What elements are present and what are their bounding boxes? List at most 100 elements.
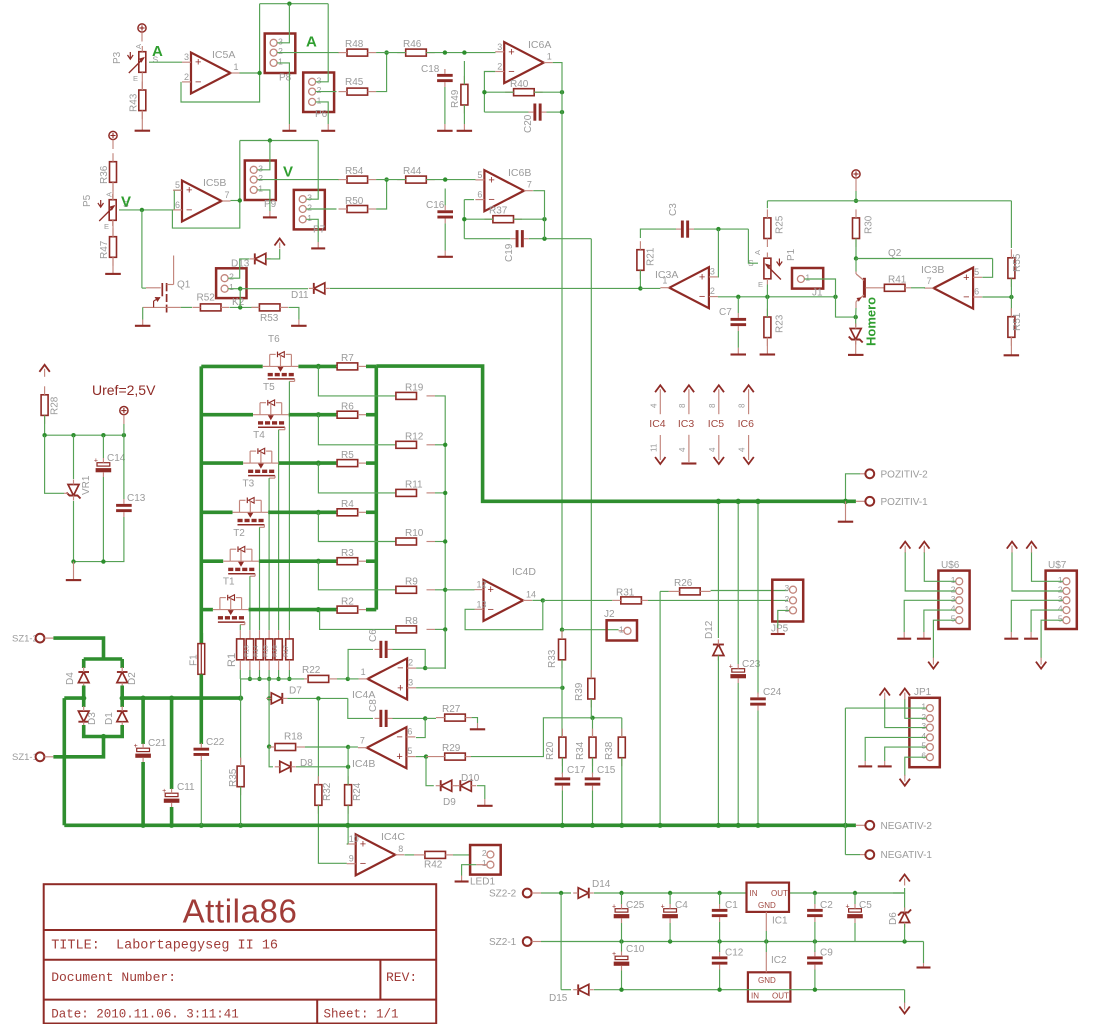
svg-text:A: A <box>134 44 143 49</box>
svg-text:1: 1 <box>662 276 667 286</box>
svg-text:R37: R37 <box>489 206 508 217</box>
svg-text:D11: D11 <box>291 290 309 301</box>
svg-text:4: 4 <box>738 447 747 452</box>
svg-text:R3: R3 <box>341 548 354 559</box>
svg-text:R40: R40 <box>510 79 529 90</box>
svg-text:IN: IN <box>751 992 759 1001</box>
svg-text:F1: F1 <box>189 654 200 666</box>
svg-text:R47: R47 <box>99 240 110 259</box>
svg-text:R7: R7 <box>341 353 354 364</box>
svg-text:Uref=2,5V: Uref=2,5V <box>92 382 156 398</box>
svg-text:1: 1 <box>921 702 926 712</box>
svg-text:2: 2 <box>951 585 956 595</box>
svg-text:P5: P5 <box>82 194 93 207</box>
svg-text:+: + <box>612 904 616 911</box>
svg-text:T5: T5 <box>263 382 275 393</box>
svg-text:C9: C9 <box>820 948 833 959</box>
svg-text:R15: R15 <box>263 645 270 657</box>
svg-text:R33: R33 <box>547 649 558 668</box>
svg-text:C16: C16 <box>426 200 445 211</box>
svg-text:2: 2 <box>497 62 502 72</box>
svg-text:9: 9 <box>349 854 354 864</box>
svg-text:NEGATIV-1: NEGATIV-1 <box>881 850 933 861</box>
svg-text:D1: D1 <box>104 712 115 725</box>
svg-text:R9: R9 <box>405 577 418 588</box>
svg-text:1: 1 <box>785 604 790 614</box>
svg-text:+: + <box>612 951 616 958</box>
svg-text:5: 5 <box>477 170 482 180</box>
svg-text:C7: C7 <box>719 307 732 318</box>
svg-text:−: − <box>508 66 514 78</box>
svg-text:IC3B: IC3B <box>921 264 944 276</box>
svg-text:7: 7 <box>360 736 365 746</box>
svg-text:3: 3 <box>317 75 322 85</box>
svg-text:C1: C1 <box>725 900 738 911</box>
svg-text:R2: R2 <box>341 596 354 607</box>
svg-text:2: 2 <box>184 72 189 82</box>
svg-text:2: 2 <box>921 712 926 722</box>
svg-text:R4: R4 <box>341 499 354 510</box>
svg-text:D3: D3 <box>87 712 98 725</box>
svg-text:3: 3 <box>497 42 502 52</box>
svg-text:R34: R34 <box>575 741 586 760</box>
svg-text:LED1: LED1 <box>470 877 495 888</box>
svg-text:SZ2-1: SZ2-1 <box>489 937 517 948</box>
svg-text:6: 6 <box>407 726 412 736</box>
svg-text:4: 4 <box>921 731 926 741</box>
svg-text:R18: R18 <box>284 732 303 743</box>
svg-text:1: 1 <box>951 575 956 585</box>
svg-text:3: 3 <box>258 163 263 173</box>
svg-text:1: 1 <box>307 213 312 223</box>
svg-text:8: 8 <box>678 403 687 408</box>
svg-text:3: 3 <box>951 594 956 604</box>
svg-text:R10: R10 <box>405 528 424 539</box>
svg-text:R22: R22 <box>302 665 321 676</box>
svg-text:1: 1 <box>229 282 234 292</box>
svg-text:IC4D: IC4D <box>512 566 536 578</box>
svg-text:IC4C: IC4C <box>381 831 405 843</box>
svg-text:R27: R27 <box>442 704 461 715</box>
svg-text:R42: R42 <box>424 860 443 871</box>
svg-text:3: 3 <box>408 677 413 687</box>
svg-text:OUT: OUT <box>771 889 788 898</box>
svg-text:3: 3 <box>921 721 926 731</box>
svg-text:R13: R13 <box>243 645 250 657</box>
svg-text:T6: T6 <box>268 334 280 345</box>
svg-text:10: 10 <box>349 834 359 844</box>
svg-text:IC6B: IC6B <box>508 167 531 179</box>
svg-text:+: + <box>186 185 192 197</box>
svg-text:R28: R28 <box>50 396 61 415</box>
svg-text:R50: R50 <box>345 196 364 207</box>
svg-text:D9: D9 <box>443 797 456 808</box>
svg-text:T4: T4 <box>253 430 265 441</box>
svg-text:8: 8 <box>708 403 717 408</box>
svg-text:J2: J2 <box>604 609 615 620</box>
svg-text:Date: 2010.11.06. 3:11:41: Date: 2010.11.06. 3:11:41 <box>51 1008 239 1022</box>
svg-text:R23: R23 <box>775 314 786 333</box>
svg-text:−: − <box>699 291 705 303</box>
svg-text:C4: C4 <box>675 900 688 911</box>
svg-text:VR1: VR1 <box>81 475 92 495</box>
svg-text:C14: C14 <box>107 453 126 464</box>
svg-text:IC4: IC4 <box>649 418 666 430</box>
svg-text:Homero: Homero <box>864 297 879 346</box>
svg-text:+: + <box>846 904 850 911</box>
svg-text:1: 1 <box>317 95 322 105</box>
svg-text:E: E <box>758 280 763 289</box>
svg-text:1: 1 <box>278 56 283 66</box>
svg-text:R45: R45 <box>345 77 364 88</box>
svg-text:−: − <box>397 663 403 675</box>
svg-text:P8: P8 <box>279 73 292 84</box>
svg-text:R24: R24 <box>352 782 363 801</box>
svg-text:Sheet: 1/1: Sheet: 1/1 <box>324 1008 399 1022</box>
svg-text:C21: C21 <box>148 738 167 749</box>
svg-text:+: + <box>699 271 705 283</box>
svg-text:+: + <box>488 584 494 596</box>
svg-text:R43: R43 <box>129 93 140 112</box>
svg-text:D15: D15 <box>549 993 568 1004</box>
svg-text:−: − <box>186 204 192 216</box>
svg-text:R36: R36 <box>99 165 110 184</box>
svg-text:U$7: U$7 <box>1048 560 1067 571</box>
svg-text:6: 6 <box>974 287 979 297</box>
svg-text:OUT: OUT <box>772 992 789 1001</box>
